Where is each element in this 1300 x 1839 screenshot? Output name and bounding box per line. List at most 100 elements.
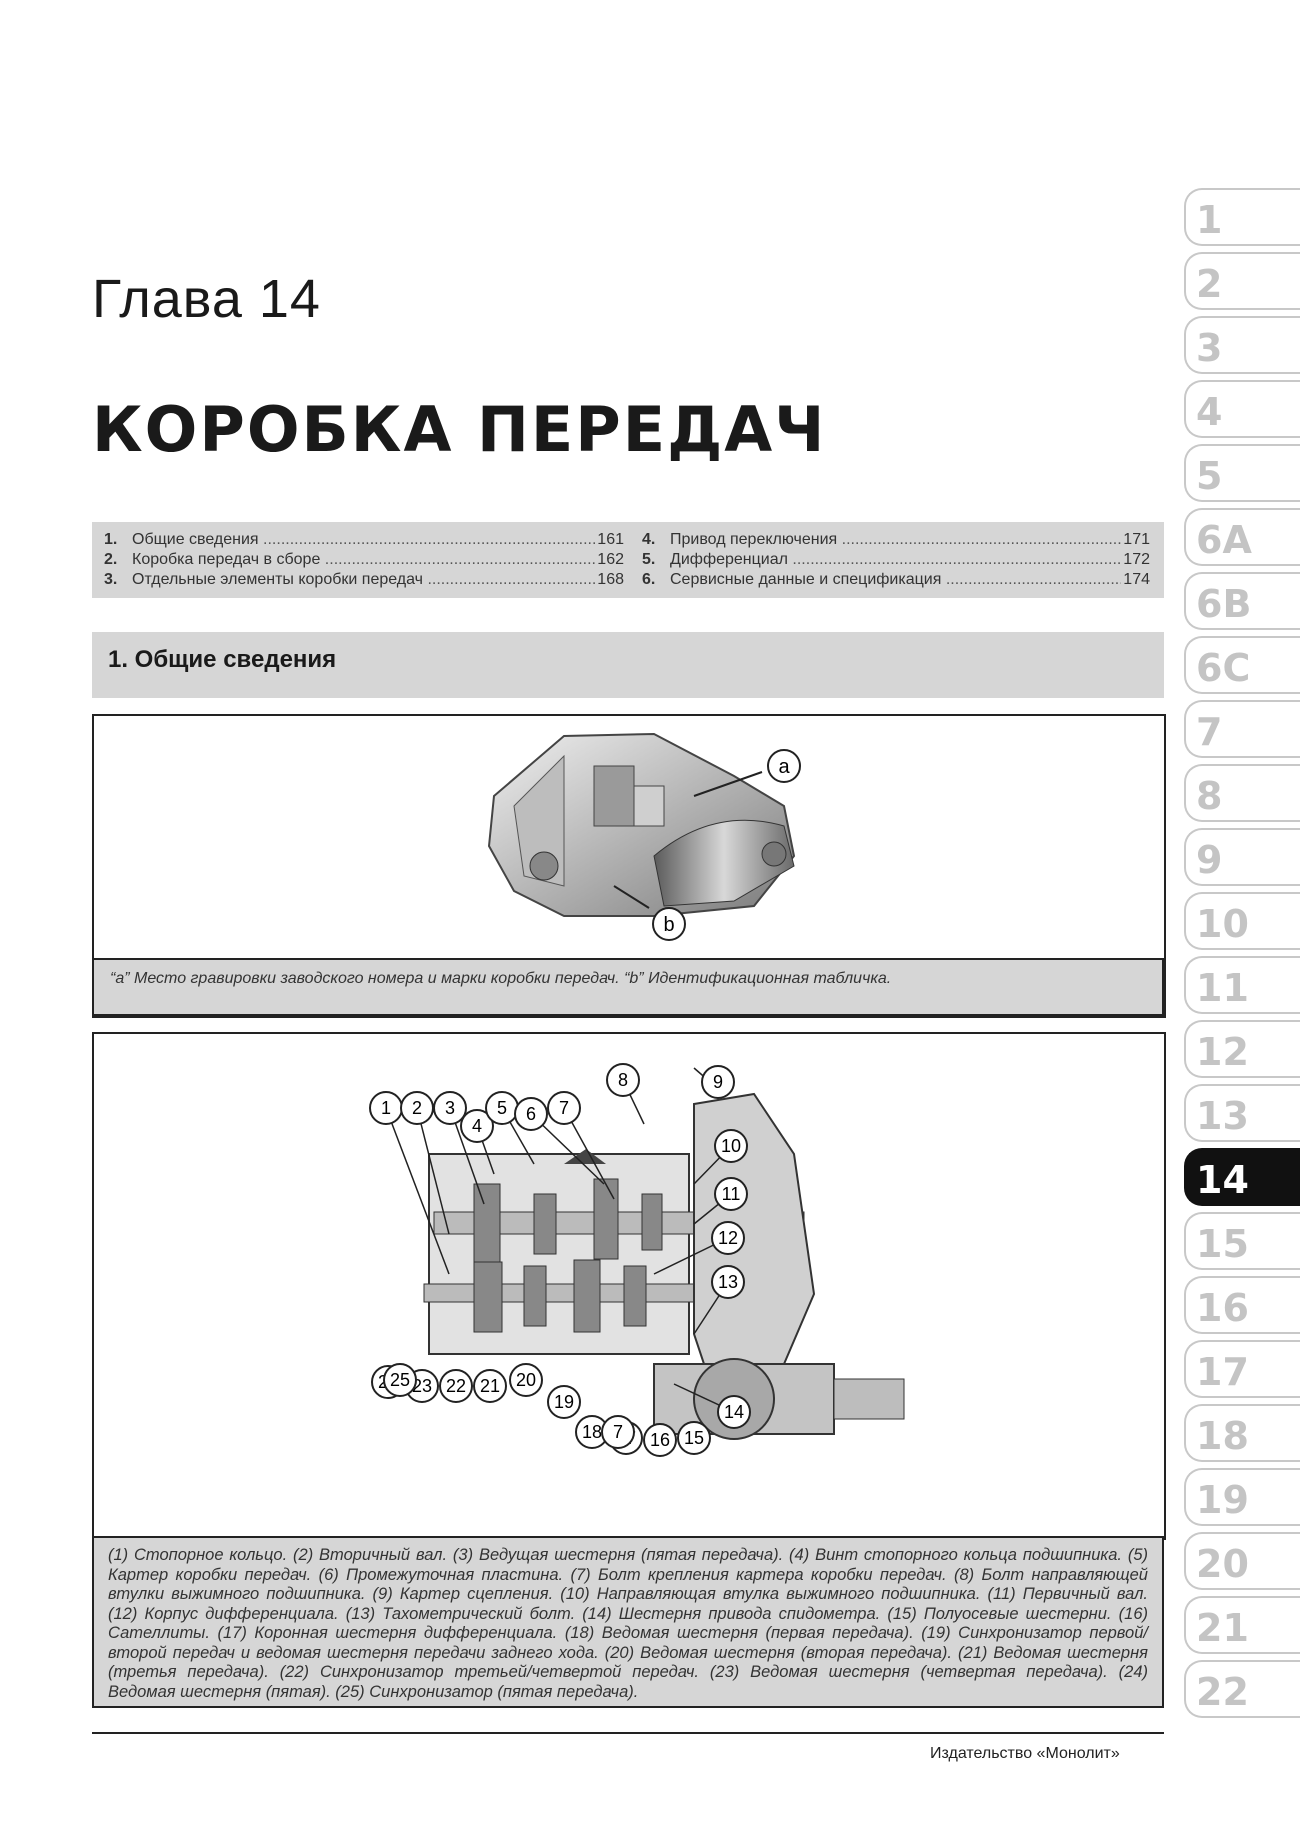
chapter-tab-label: 10 [1196,902,1249,946]
callout-15: 15 [677,1421,711,1455]
callout-label: 19 [554,1392,574,1412]
callout-7: 7 [547,1091,581,1125]
figure-gearbox-section: 1234567891011121314151617187192021222324… [92,1032,1166,1540]
chapter-tab-11[interactable]: 11 [1184,956,1300,1014]
callout-label: 5 [497,1098,507,1118]
callout-label: 14 [724,1402,744,1422]
figure1-caption: “a” Место гравировки заводского номера и… [92,958,1164,1016]
callout-1: 1 [369,1091,403,1125]
chapter-tab-label: 13 [1196,1094,1249,1138]
figure1-caption-text: “a” Место гравировки заводского номера и… [110,970,892,987]
toc-item[interactable]: 5.Дифференциал172 [642,550,1150,570]
callout-label: 25 [390,1370,410,1390]
chapter-tab-16[interactable]: 16 [1184,1276,1300,1334]
toc-item[interactable]: 2.Коробка передач в сборе162 [104,550,624,570]
callout-label: 8 [618,1070,628,1090]
callout-a-label: a [778,756,790,778]
publisher: Издательство «Монолит» [930,1745,1120,1762]
chapter-tab-6b[interactable]: 6B [1184,572,1300,630]
callout-11: 11 [714,1177,748,1211]
chapter-tab-17[interactable]: 17 [1184,1340,1300,1398]
toc-item[interactable]: 6.Сервисные данные и спецификация174 [642,570,1150,590]
chapter-tab-label: 6A [1196,518,1252,562]
callout-2: 2 [400,1091,434,1125]
chapter-tab-2[interactable]: 2 [1184,252,1300,310]
callout-label: 9 [713,1072,723,1092]
chapter-tab-6a[interactable]: 6A [1184,508,1300,566]
callout-label: 1 [381,1098,391,1118]
callout-label: 4 [472,1116,482,1136]
chapter-tab-6c[interactable]: 6C [1184,636,1300,694]
chapter-tab-14[interactable]: 14 [1184,1148,1300,1206]
callout-20: 19 [547,1385,581,1419]
callout-label: 15 [684,1428,704,1448]
callout-label: 10 [721,1136,741,1156]
callout-16: 16 [643,1423,677,1457]
chapter-tab-22[interactable]: 22 [1184,1660,1300,1718]
chapter-tab-label: 2 [1196,262,1223,306]
table-of-contents: 1.Общие сведения161 2.Коробка передач в … [92,522,1164,598]
chapter-tab-1[interactable]: 1 [1184,188,1300,246]
chapter-tab-7[interactable]: 7 [1184,700,1300,758]
chapter-tab-10[interactable]: 10 [1184,892,1300,950]
section-title: 1. Общие сведения [108,646,337,673]
chapter-tab-15[interactable]: 15 [1184,1212,1300,1270]
callout-label: 16 [650,1430,670,1450]
chapter-tab-label: 4 [1196,390,1223,434]
chapter-tab-label: 1 [1196,198,1223,242]
chapter-tab-19[interactable]: 19 [1184,1468,1300,1526]
chapter-tab-21[interactable]: 21 [1184,1596,1300,1654]
figure2-caption-text: (1) Стопорное кольцо. (2) Вторичный вал.… [108,1546,1148,1701]
chapter-tab-3[interactable]: 3 [1184,316,1300,374]
chapter-tab-label: 3 [1196,326,1223,370]
callout-label: 12 [718,1228,738,1248]
callout-19: 7 [601,1415,635,1449]
callout-3: 3 [433,1091,467,1125]
chapter-tab-18[interactable]: 18 [1184,1404,1300,1462]
callout-label: 21 [480,1376,500,1396]
callout-label: 7 [559,1098,569,1118]
callout-8: 8 [606,1063,640,1097]
callout-23: 22 [439,1369,473,1403]
callout-b [652,907,686,941]
callout-b-label: b [663,914,674,936]
chapter-tab-13[interactable]: 13 [1184,1084,1300,1142]
chapter-tab-12[interactable]: 12 [1184,1020,1300,1078]
chapter-tab-4[interactable]: 4 [1184,380,1300,438]
toc-column-right: 4.Привод переключения171 5.Дифференциал1… [642,530,1150,590]
chapter-tab-label: 9 [1196,838,1223,882]
chapter-tab-label: 16 [1196,1286,1249,1330]
chapter-tab-5[interactable]: 5 [1184,444,1300,502]
chapter-tab-label: 5 [1196,454,1223,498]
chapter-tab-20[interactable]: 20 [1184,1532,1300,1590]
chapter-tab-label: 14 [1196,1158,1249,1202]
chapter-tab-label: 19 [1196,1478,1249,1522]
callout-26: 25 [383,1363,417,1397]
callout-6: 6 [514,1097,548,1131]
callout-21: 20 [509,1363,543,1397]
chapter-tab-label: 8 [1196,774,1223,818]
callout-label: 3 [445,1098,455,1118]
chapter-tab-9[interactable]: 9 [1184,828,1300,886]
callout-label: 20 [516,1370,536,1390]
gearbox-exterior-illustration: a b [487,732,801,941]
chapter-title: КОРОБКА ПЕРЕДАЧ [92,393,827,466]
chapter-tab-8[interactable]: 8 [1184,764,1300,822]
callout-12: 12 [711,1221,745,1255]
callout-a [767,749,801,783]
callout-label: 6 [526,1104,536,1124]
callout-14: 14 [717,1395,751,1429]
toc-item[interactable]: 1.Общие сведения161 [104,530,624,550]
chapter-tab-label: 6C [1196,646,1251,690]
chapter-tab-label: 21 [1196,1606,1249,1650]
callout-label: 23 [412,1376,432,1396]
callout-10: 10 [714,1129,748,1163]
chapter-label: Глава 14 [92,269,321,329]
chapter-tab-label: 20 [1196,1542,1249,1586]
chapter-tab-label: 12 [1196,1030,1249,1074]
chapter-tab-label: 11 [1196,966,1249,1010]
callout-13: 13 [711,1265,745,1299]
toc-item[interactable]: 4.Привод переключения171 [642,530,1150,550]
toc-item[interactable]: 3.Отдельные элементы коробки передач168 [104,570,624,590]
callout-label: 7 [613,1422,623,1442]
